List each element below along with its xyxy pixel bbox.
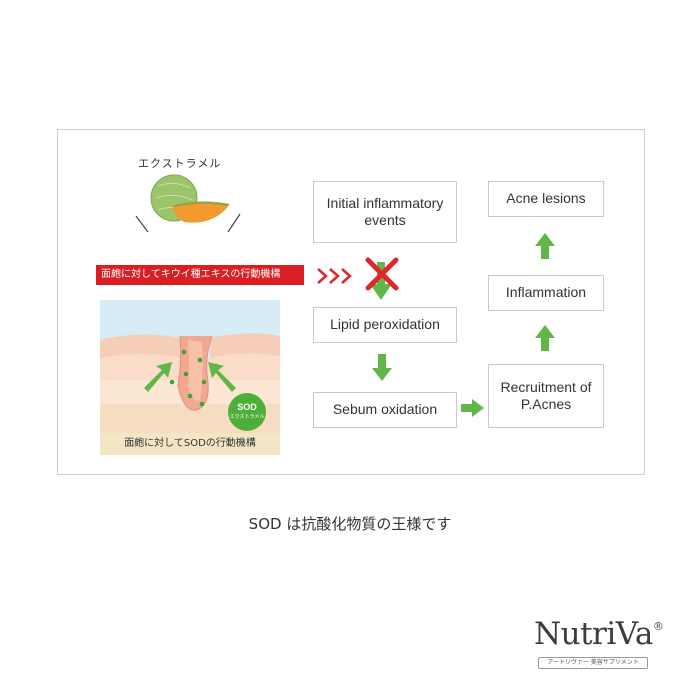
kiwi-mechanism-band: 面皰に対してキウイ種エキスの行動機構 (96, 265, 304, 285)
box-initial-inflammatory: Initial inflammatory events (313, 181, 457, 243)
arrow-up-recruitment-to-inflammation (535, 325, 555, 351)
box-inflammation: Inflammation (488, 275, 604, 311)
brand-logo: NutriVa® (534, 616, 664, 652)
arrow-right-sebum-to-recruitment (461, 399, 484, 417)
box-lipid-peroxidation: Lipid peroxidation (313, 307, 457, 343)
box-recruitment-label: Recruitment of P.Acnes (500, 378, 592, 413)
x-block-icon (365, 257, 399, 291)
box-lipid-label: Lipid peroxidation (330, 316, 440, 333)
box-initial-label: Initial inflammatory events (326, 194, 444, 229)
melon-illustration (135, 174, 241, 233)
sod-badge-title: SOD (237, 402, 257, 412)
skin-illustration: SOD エクストラメル 面皰に対してSODの行動機構 (100, 300, 280, 455)
arrow-up-inflammation-to-acne (535, 233, 555, 259)
melon-label: エクストラメル (138, 157, 222, 170)
box-inflammation-label: Inflammation (505, 284, 587, 301)
box-acne-label: Acne lesions (506, 190, 586, 207)
brand-name: NutriVa (534, 616, 653, 652)
caption-text: SOD は抗酸化物質の王様です (248, 515, 452, 533)
box-sebum-label: Sebum oxidation (332, 401, 438, 418)
chevron-arrows-icon (317, 268, 352, 284)
box-acne-lesions: Acne lesions (488, 181, 604, 217)
sod-badge: SOD エクストラメル (228, 393, 266, 431)
box-recruitment: Recruitment of P.Acnes (488, 364, 604, 428)
brand-tagline: アートリヴァー 美容サプリメント (538, 657, 648, 669)
sod-mechanism-caption: 面皰に対してSODの行動機構 (100, 433, 280, 455)
sod-badge-subtitle: エクストラメル (229, 414, 265, 420)
registered-mark: ® (652, 620, 664, 633)
arrow-down-lipid-to-sebum (372, 354, 392, 381)
box-sebum-oxidation: Sebum oxidation (313, 392, 457, 428)
